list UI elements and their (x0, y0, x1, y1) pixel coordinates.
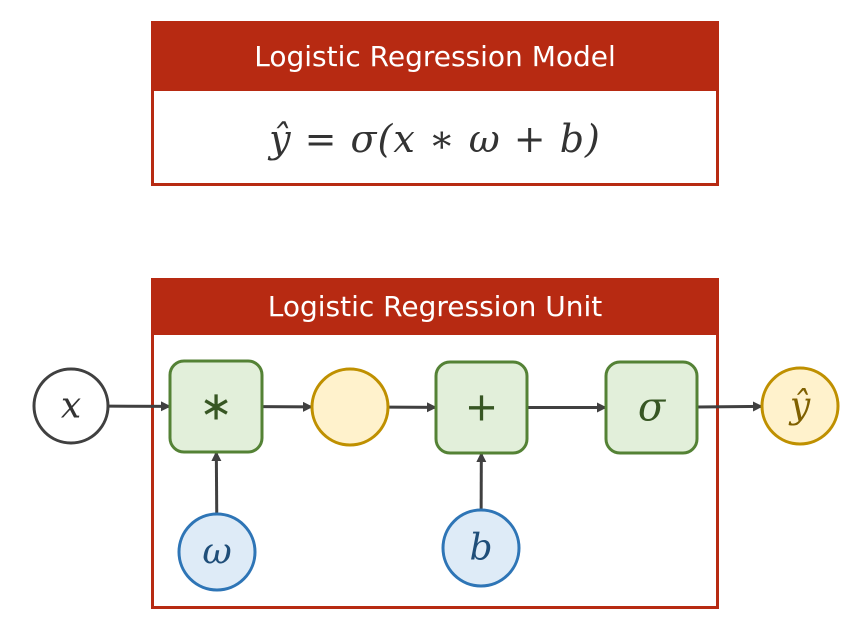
node-input-x-shape (32, 367, 110, 445)
nodes-layer: x ∗ + σ ŷ ω b (32, 359, 840, 592)
node-output-y-label: ŷ (788, 386, 811, 427)
node-input-x-label: x (61, 386, 81, 427)
node-sigmoid: σ (604, 360, 699, 455)
node-intermediate (310, 367, 390, 447)
node-sigmoid-label: σ (638, 385, 667, 431)
model-panel: Logistic Regression Model ŷ = σ(x ∗ ω + … (151, 21, 719, 186)
edge-sigmoid-to-output_y (696, 401, 764, 412)
node-multiply-label: ∗ (199, 384, 233, 430)
node-add: + (434, 360, 529, 455)
node-bias-b: b (441, 508, 521, 588)
node-input-x: x (32, 367, 110, 445)
node-intermediate-shape (310, 367, 390, 447)
node-weight-w: ω (177, 512, 257, 592)
unit-panel-title: Logistic Regression Unit (151, 278, 719, 335)
node-add-shape (434, 360, 529, 455)
node-bias-b-shape (441, 508, 521, 588)
model-panel-title: Logistic Regression Model (151, 21, 719, 91)
node-sigmoid-shape (604, 360, 699, 455)
node-add-label: + (465, 385, 499, 431)
node-output-y-shape (760, 366, 840, 446)
model-formula: ŷ = σ(x ∗ ω + b) (269, 116, 601, 161)
node-weight-w-shape (177, 512, 257, 592)
edges-layer (107, 401, 764, 515)
node-bias-b-label: b (469, 528, 492, 569)
node-multiply-shape (168, 359, 264, 454)
node-multiply: ∗ (168, 359, 264, 454)
node-weight-w-label: ω (202, 532, 231, 573)
node-output-y: ŷ (760, 366, 840, 446)
